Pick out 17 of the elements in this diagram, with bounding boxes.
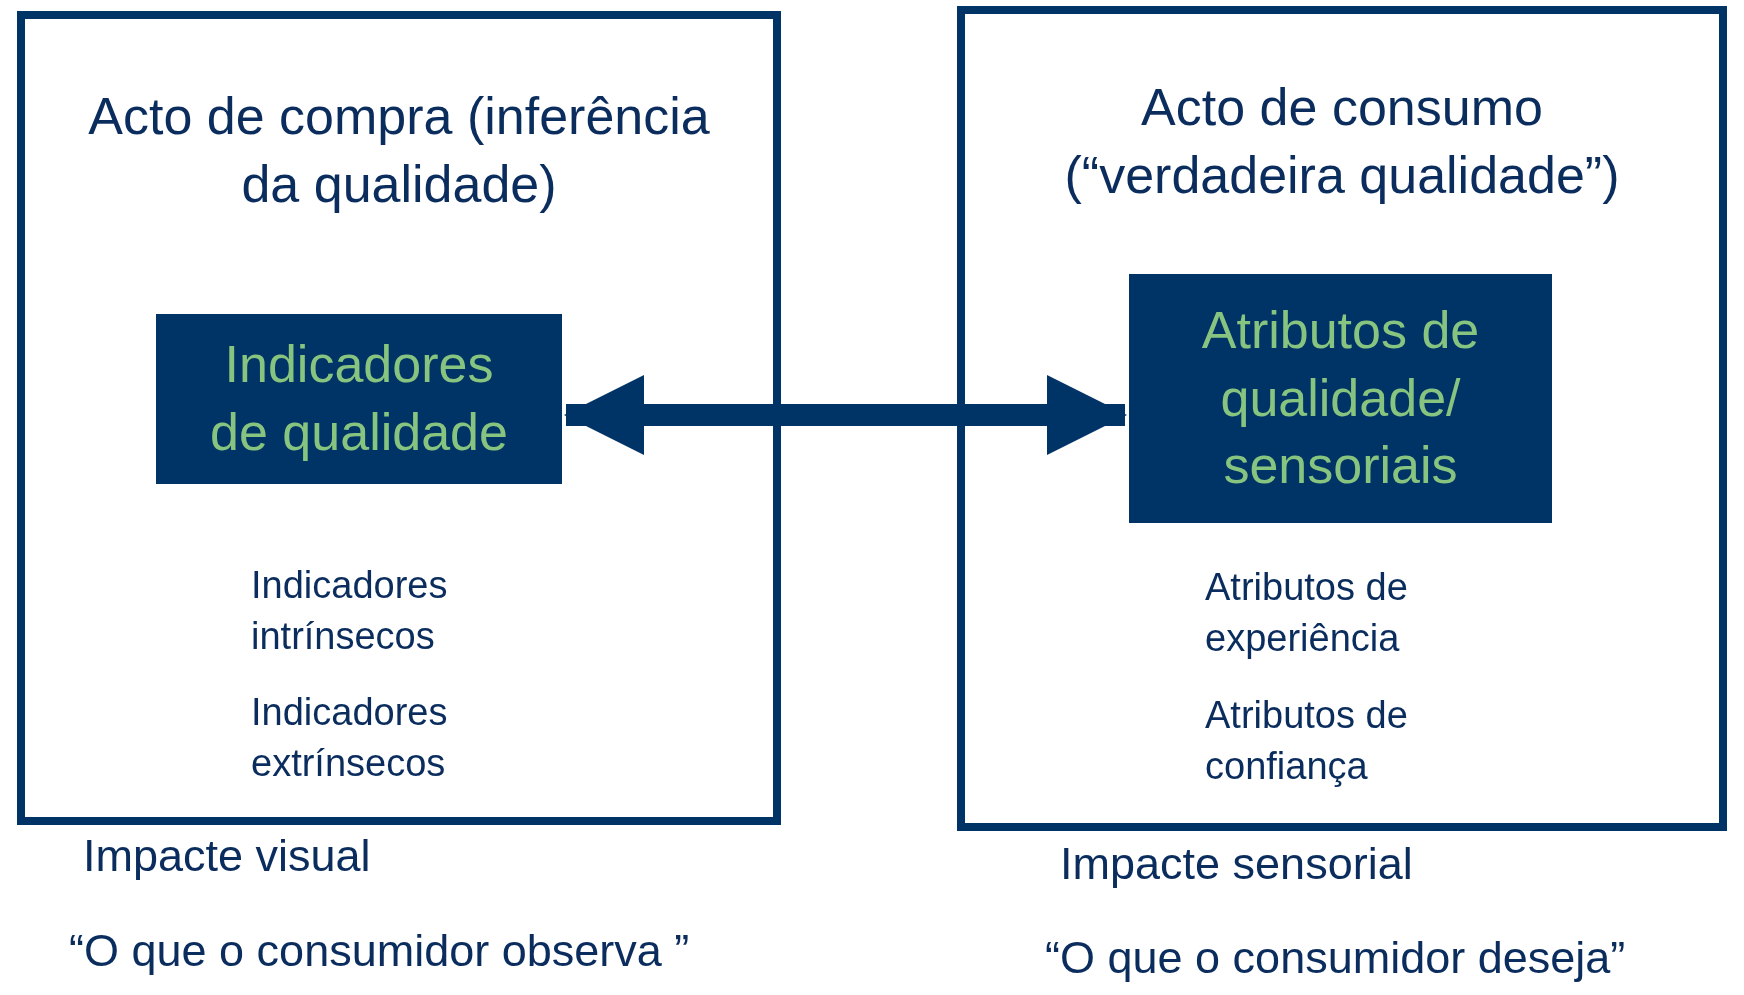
section-heading: Acto de consumo (“verdadeira qualidade”) — [1063, 77, 1621, 206]
double-arrow — [564, 375, 1127, 455]
impact-caption: Impacte sensorial — [1060, 838, 1413, 890]
impact-caption: Impacte visual — [83, 830, 371, 882]
category-label: Atributos de experiência — [1205, 565, 1409, 662]
box-title: Atributos de qualidade/ sensoriais — [1200, 300, 1481, 497]
quote-text: “O que o consumidor observa ” — [69, 925, 690, 977]
category-label: Atributos de confiança — [1205, 693, 1409, 790]
frame-box — [17, 11, 781, 825]
quote-text: “O que o consumidor deseja” — [1045, 932, 1626, 984]
frame-box — [957, 6, 1727, 831]
category-label: Indicadores extrínsecos — [251, 690, 449, 787]
section-heading: Acto de compra (inferência da qualidade) — [87, 86, 711, 215]
highlight-box — [156, 314, 562, 484]
highlight-box — [1129, 274, 1552, 523]
category-label: Indicadores intrínsecos — [251, 563, 449, 660]
box-title: Indicadores de qualidade — [209, 334, 509, 463]
